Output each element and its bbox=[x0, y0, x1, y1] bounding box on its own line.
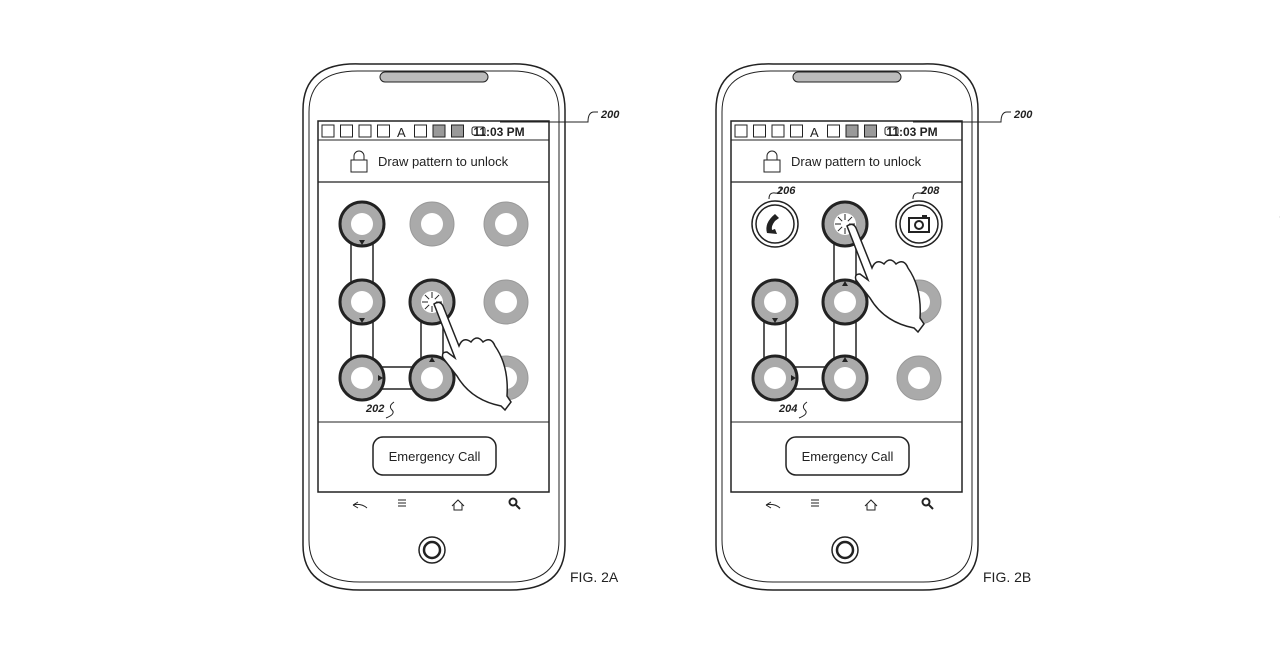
direction-arrow bbox=[791, 375, 796, 381]
direction-arrow bbox=[842, 281, 848, 286]
touch-spark bbox=[424, 304, 430, 310]
search-icon[interactable] bbox=[508, 497, 521, 510]
pattern-ref-numeral: 202 bbox=[365, 403, 384, 415]
sync-icon bbox=[432, 124, 446, 138]
voicemail-icon bbox=[321, 124, 335, 138]
pattern-dot[interactable] bbox=[821, 278, 869, 326]
nav-bar bbox=[352, 497, 521, 511]
pattern-dot[interactable] bbox=[751, 278, 799, 326]
figure-2a: A 11:03 PM Draw pattern to unlock 202Emerge… bbox=[302, 63, 620, 591]
direction-arrow bbox=[772, 318, 778, 323]
leader-line bbox=[385, 401, 395, 419]
battery-icon bbox=[471, 126, 486, 136]
pattern-dot[interactable] bbox=[751, 354, 799, 402]
emergency-call-button[interactable] bbox=[785, 436, 910, 476]
ref-numeral: 208 bbox=[920, 185, 940, 197]
pattern-dot[interactable] bbox=[409, 201, 455, 247]
phone-device: A 11:03 PM Draw pattern to unlock 206 208 204… bbox=[715, 63, 1280, 591]
home-icon[interactable] bbox=[451, 499, 465, 511]
finger-hand bbox=[846, 223, 925, 334]
chat-icon bbox=[377, 124, 390, 138]
figure-label: FIG. 2B bbox=[983, 569, 1031, 585]
svg-text:A: A bbox=[810, 125, 819, 140]
back-icon[interactable] bbox=[765, 501, 781, 509]
calendar-icon bbox=[340, 124, 353, 138]
emergency-call-button[interactable] bbox=[372, 436, 497, 476]
shortcut-dot[interactable]: 206 bbox=[751, 185, 799, 248]
direction-arrow bbox=[842, 357, 848, 362]
pattern-dot[interactable] bbox=[338, 200, 386, 248]
touch-spark bbox=[837, 216, 843, 222]
battery-icon bbox=[884, 126, 899, 136]
touch-spark bbox=[434, 294, 440, 300]
chat-icon bbox=[790, 124, 803, 138]
phone-icon bbox=[766, 214, 779, 234]
lock-header: Draw pattern to unlock bbox=[731, 150, 962, 183]
font-icon: A bbox=[397, 125, 406, 140]
lock-icon bbox=[763, 150, 781, 173]
wireless-icon bbox=[414, 124, 427, 138]
direction-arrow bbox=[359, 318, 365, 323]
leader-line bbox=[500, 111, 598, 123]
back-icon[interactable] bbox=[352, 501, 368, 509]
touch-spark bbox=[837, 226, 843, 232]
emergency-call-label: Emergency Call bbox=[802, 449, 894, 464]
pattern-dot[interactable] bbox=[896, 355, 942, 401]
signal-icon bbox=[451, 124, 464, 138]
status-bar: A 11:03 PM bbox=[731, 124, 962, 141]
calendar-icon bbox=[753, 124, 766, 138]
mail-icon bbox=[358, 124, 372, 138]
device-ref-numeral: 200 bbox=[1013, 109, 1033, 121]
figure-label: FIG. 2A bbox=[570, 569, 619, 585]
direction-arrow bbox=[359, 240, 365, 245]
header-text: Draw pattern to unlock bbox=[378, 154, 509, 169]
camera-icon bbox=[908, 215, 930, 233]
finger-hand bbox=[433, 301, 512, 412]
menu-icon[interactable] bbox=[398, 499, 406, 507]
mail-icon bbox=[771, 124, 785, 138]
emergency-call-label: Emergency Call bbox=[389, 449, 481, 464]
pattern-dot[interactable] bbox=[338, 278, 386, 326]
phone-bezel bbox=[721, 70, 973, 583]
header-text: Draw pattern to unlock bbox=[791, 154, 922, 169]
status-bar: A 11:03 PM bbox=[318, 124, 549, 141]
signal-icon bbox=[864, 124, 877, 138]
pattern-grid: 202 bbox=[338, 200, 529, 419]
direction-arrow bbox=[429, 357, 435, 362]
nav-bar bbox=[765, 497, 934, 511]
figure-2b: A 11:03 PM Draw pattern to unlock 206 208 204… bbox=[715, 63, 1280, 591]
direction-arrow bbox=[378, 375, 383, 381]
pattern-dot[interactable] bbox=[483, 279, 529, 325]
ref-numeral: 206 bbox=[776, 185, 796, 197]
voicemail-icon bbox=[734, 124, 748, 138]
pattern-grid: 206 208 204 bbox=[751, 185, 1280, 419]
speaker-grille bbox=[792, 71, 902, 83]
menu-icon[interactable] bbox=[811, 499, 819, 507]
pattern-dot[interactable] bbox=[408, 354, 456, 402]
touch-spark bbox=[424, 294, 430, 300]
pattern-dot[interactable] bbox=[338, 354, 386, 402]
sync-icon bbox=[845, 124, 859, 138]
lock-icon bbox=[350, 150, 368, 173]
svg-text:A: A bbox=[397, 125, 406, 140]
phone-device: A 11:03 PM Draw pattern to unlock 202Emerge… bbox=[302, 63, 566, 591]
leader-line bbox=[913, 111, 1011, 123]
wireless-icon bbox=[827, 124, 840, 138]
device-ref-numeral: 200 bbox=[600, 109, 620, 121]
search-icon[interactable] bbox=[921, 497, 934, 510]
font-icon: A bbox=[810, 125, 819, 140]
pattern-dot[interactable] bbox=[483, 201, 529, 247]
status-time: 11:03 PM bbox=[473, 125, 524, 139]
leader-line bbox=[798, 401, 808, 419]
shortcut-dot[interactable]: 208 bbox=[895, 185, 943, 248]
pattern-ref-numeral: 204 bbox=[778, 403, 797, 415]
speaker-grille bbox=[379, 71, 489, 83]
touch-spark bbox=[847, 216, 853, 222]
pattern-dot[interactable] bbox=[821, 354, 869, 402]
status-time: 11:03 PM bbox=[886, 125, 937, 139]
phone-bezel bbox=[308, 70, 560, 583]
home-icon[interactable] bbox=[864, 499, 878, 511]
lock-header: Draw pattern to unlock bbox=[318, 150, 549, 183]
